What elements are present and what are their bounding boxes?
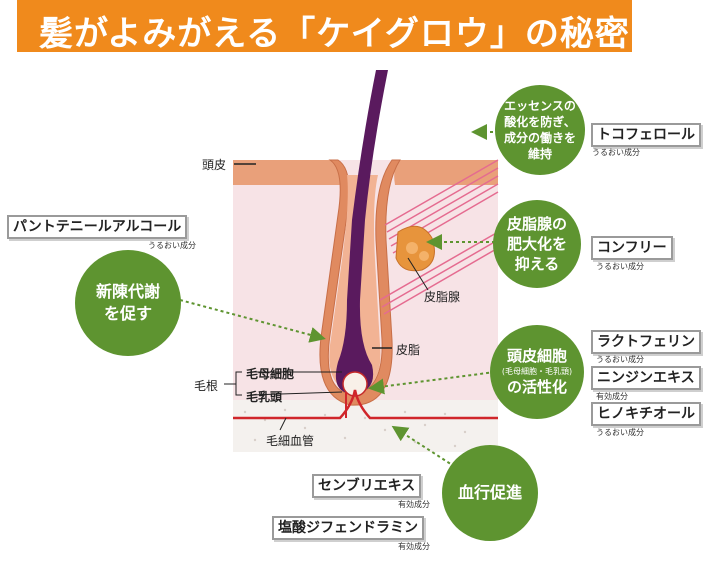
- ingredient-comfrey-type: うるおい成分: [596, 262, 644, 271]
- sebaceous-gland-shape: [395, 225, 435, 272]
- ingredient-ginseng-type: 有効成分: [596, 392, 628, 401]
- ingredient-comfrey: コンフリー: [591, 236, 673, 260]
- ingredient-tocopherol-name: トコフェロール: [597, 127, 695, 143]
- ingredient-comfrey-name: コンフリー: [597, 240, 667, 256]
- blood-flow-line-1: 血行促進: [457, 483, 522, 503]
- root-bracket: [224, 371, 242, 396]
- antioxidant-line-3: 成分の働きを: [503, 131, 576, 145]
- antioxidant-line-1: エッセンスの: [504, 98, 576, 113]
- metabolism-line-2: を促す: [103, 304, 152, 323]
- ingredient-panthenyl-name: パントテニールアルコール: [13, 219, 182, 235]
- sebaceous-line-2: 肥大化を: [506, 234, 567, 253]
- capillary-leader: [279, 417, 287, 431]
- label-capillary: 毛細血管: [266, 434, 315, 448]
- ingredient-senburi-name: センブリエキス: [318, 478, 416, 494]
- sebaceous-leader: [407, 257, 429, 291]
- label-hair-matrix: 毛母細胞: [246, 367, 295, 381]
- circle-metabolism: 新陳代謝 を促す: [75, 250, 181, 356]
- ingredient-hinokitiol: ヒノキチオール: [591, 402, 701, 426]
- antioxidant-line-2: 酸化を防ぎ、: [504, 114, 576, 129]
- capillary-vessel: [233, 389, 498, 420]
- sebaceous-line-3: 抑える: [514, 255, 560, 274]
- ingredient-diphenhydramine: 塩酸ジフェンドラミン: [272, 516, 424, 540]
- ingredient-diphenhydramine-name: 塩酸ジフェンドラミン: [278, 520, 418, 536]
- follicle-sheath: [319, 159, 401, 406]
- antioxidant-line-4: 維持: [527, 147, 552, 162]
- epidermis-right: [394, 160, 498, 185]
- title-banner: 髪がよみがえる「ケイグロウ」の秘密: [17, 0, 632, 54]
- ingredient-senburi: センブリエキス: [312, 474, 422, 498]
- ingredient-ginseng-name: ニンジンエキス: [597, 370, 695, 386]
- ingredient-diphenhydramine-type: 有効成分: [398, 542, 430, 551]
- ingredient-lactoferrin-type: うるおい成分: [596, 355, 644, 364]
- arrow-metabolism: [179, 299, 326, 343]
- arrow-scalp-cell: [368, 371, 496, 395]
- ingredient-lactoferrin-name: ラクトフェリン: [597, 334, 695, 350]
- circle-antioxidant: エッセンスの 酸化を防ぎ、 成分の働きを 維持: [495, 85, 585, 175]
- label-sebaceous-gland: 皮脂腺: [424, 290, 461, 304]
- ingredient-tocopherol-type: うるおい成分: [592, 148, 640, 157]
- label-sebum: 皮脂: [396, 343, 421, 357]
- circle-sebaceous: 皮脂腺の 肥大化を 抑える: [493, 200, 581, 288]
- ingredient-panthenyl-type: うるおい成分: [148, 241, 196, 250]
- dermal-papilla-shape: [342, 371, 368, 397]
- scalp-cell-line-3: の活性化: [506, 378, 567, 397]
- circle-blood-flow: 血行促進: [442, 445, 538, 541]
- ingredient-panthenyl: パントテニールアルコール: [7, 215, 188, 239]
- label-dermal-papilla: 毛乳頭: [246, 390, 283, 404]
- ingredient-hinokitiol-name: ヒノキチオール: [597, 406, 695, 422]
- metabolism-line-1: 新陳代謝: [95, 282, 160, 302]
- epidermis-left: [233, 160, 341, 185]
- page-title: 髪がよみがえる「ケイグロウ」の秘密: [39, 14, 630, 54]
- scalp-cell-paren: (毛母細胞・毛乳頭): [501, 366, 573, 376]
- scalp-cell-line-1: 頭皮細胞: [506, 347, 567, 366]
- ingredient-senburi-type: 有効成分: [398, 500, 430, 509]
- arrow-blood-flow: [391, 425, 461, 471]
- ingredient-ginseng: ニンジンエキス: [591, 366, 701, 390]
- subcutaneous-dots: [243, 408, 487, 448]
- papilla-leader: [249, 391, 343, 396]
- subcutaneous-layer: [233, 400, 498, 452]
- sebaceous-line-1: 皮脂腺の: [506, 214, 567, 233]
- circle-scalp-cell: 頭皮細胞 (毛母細胞・毛乳頭) の活性化: [490, 325, 584, 419]
- label-scalp: 頭皮: [202, 158, 227, 172]
- ingredient-hinokitiol-type: うるおい成分: [596, 428, 644, 437]
- hair-shaft: [335, 70, 388, 394]
- ingredient-lactoferrin: ラクトフェリン: [591, 330, 701, 354]
- label-hair-root: 毛根: [194, 379, 219, 393]
- ingredient-tocopherol: トコフェロール: [591, 123, 701, 147]
